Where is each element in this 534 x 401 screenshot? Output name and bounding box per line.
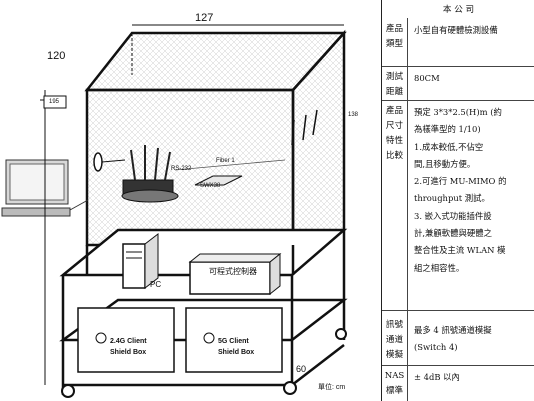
pc-tower-icon	[122, 243, 146, 289]
controller-label: 可程式控制器	[209, 267, 257, 276]
table-row: 本 公 司 產品類型 小型自有硬體檢測設備	[382, 0, 534, 67]
antenna-icon	[93, 152, 103, 172]
knob-icon	[203, 332, 215, 344]
depth-dimension: 60	[296, 364, 307, 374]
row-value: 小型自有硬體檢測設備	[414, 25, 498, 35]
switch-label: SWX38	[200, 183, 221, 189]
box1-label-line1: 2.4G Client	[110, 338, 147, 345]
wheel-icon	[335, 328, 347, 340]
fiber-label: Fiber 1	[216, 158, 235, 164]
table-row: 訊號通道 模擬 最多 4 訊號通道模擬(Switch 4)	[382, 310, 534, 366]
height-dimension: 120	[47, 50, 66, 62]
shield-box-2g	[77, 307, 175, 373]
table-row: 測試距離 80CM	[382, 66, 534, 101]
rs232-label: RS-232	[171, 166, 192, 172]
box2-label-line2: Shield Box	[218, 349, 255, 356]
table-row: 產品尺寸 特性比較 預定 3*3*2.5(H)m (約為樣準型的 1/10) 1…	[382, 100, 534, 311]
side-dimension: 138	[348, 112, 359, 118]
shield-box-5g	[185, 307, 283, 373]
wheel-icon	[61, 384, 75, 398]
knob-icon	[95, 332, 107, 344]
switch-box	[194, 175, 243, 186]
inner-dimension: 195	[49, 99, 60, 105]
row-header: 訊號通道 模擬	[382, 310, 408, 365]
row-header: 測試距離	[382, 66, 408, 100]
wheel-icon	[283, 381, 297, 395]
row-header: 產品類型	[382, 18, 408, 66]
width-dimension: 127	[195, 12, 214, 24]
row-value: ± 4dB 以內	[414, 372, 460, 382]
pc-label: PC	[150, 280, 162, 289]
box2-label-line1: 5G Client	[218, 338, 249, 345]
row-value: 最多 4 訊號通道模擬(Switch 4)	[414, 325, 492, 353]
equipment-diagram: 127 120 195 138 60 單位: cm RS-232 Fiber 1…	[1, 12, 359, 398]
spec-table: 本 公 司 產品類型 小型自有硬體檢測設備 測試距離 80CM 產品尺寸 特性比…	[381, 0, 534, 401]
box1-label-line2: Shield Box	[110, 349, 147, 356]
unit-label: 單位: cm	[318, 384, 346, 391]
cabinet-drawing	[1, 24, 348, 398]
company-header: 本 公 司	[442, 5, 475, 15]
row-header: 產品尺寸 特性比較	[382, 100, 408, 310]
cabinet-front-face	[85, 88, 295, 247]
row-value: 預定 3*3*2.5(H)m (約為樣準型的 1/10) 1.成本較低,不佔空間…	[414, 107, 507, 273]
row-value: 80CM	[414, 73, 440, 83]
